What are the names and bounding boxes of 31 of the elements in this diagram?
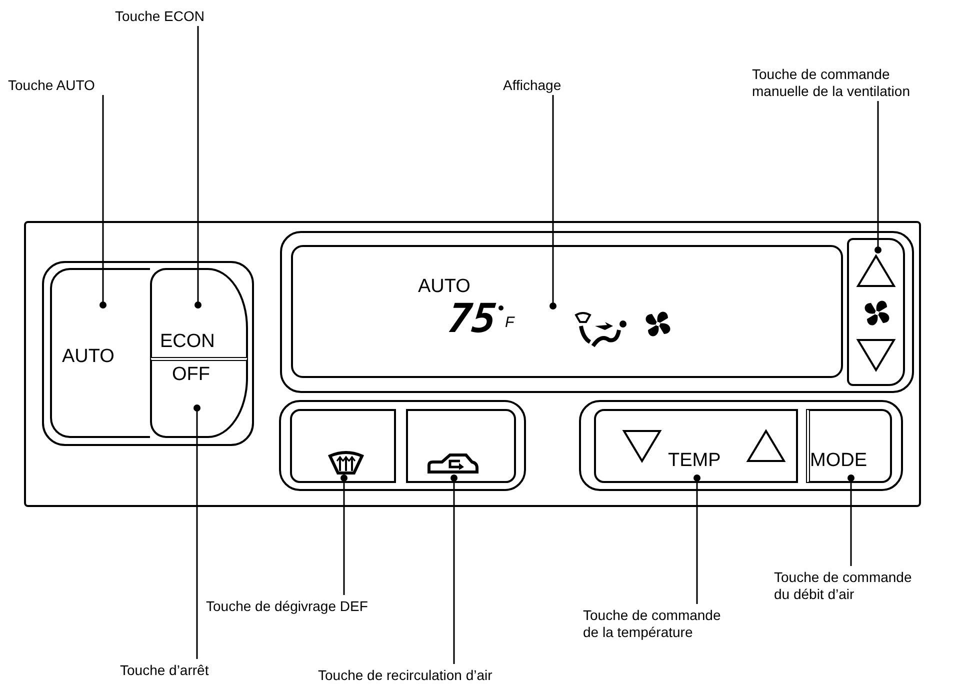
callout-label: Touche de commande de la température xyxy=(583,607,733,641)
callout-label: Touche de recirculation d’air xyxy=(318,667,608,684)
callout-label: Touche de dégivrage DEF xyxy=(206,598,396,615)
leader-line xyxy=(194,404,200,659)
callout-label: Affichage xyxy=(503,77,583,94)
fan-speed-button xyxy=(847,238,905,386)
leader-line xyxy=(450,474,458,664)
econ-button: ECON xyxy=(150,268,248,357)
mode-button: MODE xyxy=(806,409,892,483)
callout-label: Touche de commande du débit d’air xyxy=(774,569,924,603)
button-label: TEMP xyxy=(668,451,721,471)
auto-button: AUTO xyxy=(50,268,150,438)
callout-label: Touche de commande manuelle de la ventilation xyxy=(752,66,934,100)
off-button: OFF xyxy=(150,357,248,438)
temperature-button xyxy=(594,409,798,483)
leader-line xyxy=(340,474,348,595)
callout-label: Touche d’arrêt xyxy=(120,662,245,679)
defrost-button xyxy=(290,409,396,483)
leader-line xyxy=(194,26,202,308)
callout-label: Touche ECON xyxy=(115,8,225,25)
temperature-digits: 75 xyxy=(446,297,498,341)
leader-line xyxy=(550,95,556,310)
leader-line xyxy=(874,101,882,254)
unit-text: F xyxy=(505,315,514,331)
display-screen xyxy=(291,245,843,378)
leader-line xyxy=(694,474,700,604)
leader-line xyxy=(100,95,106,308)
callout-label: Touche AUTO xyxy=(8,77,108,94)
recirculation-button xyxy=(406,409,516,483)
display-text: AUTO xyxy=(418,277,470,297)
leader-line xyxy=(848,474,854,566)
